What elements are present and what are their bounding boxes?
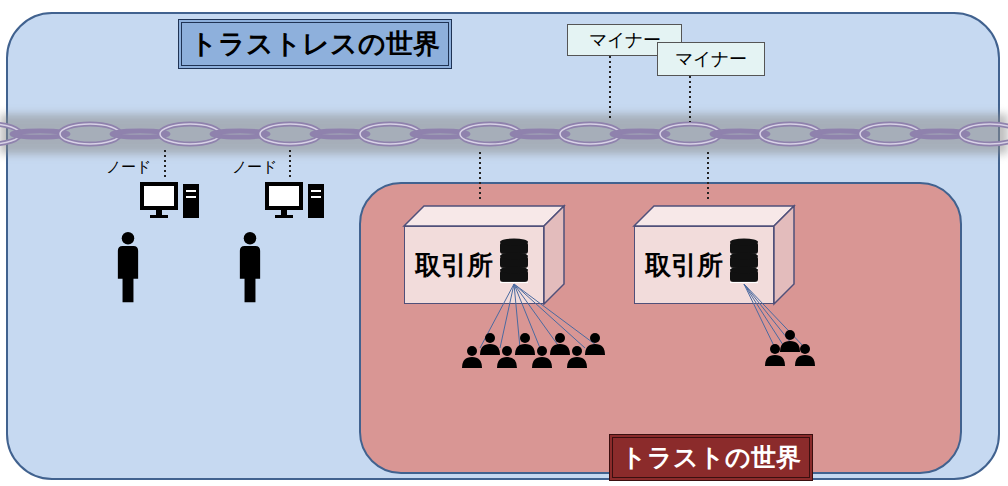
region-title: トラストの世界 [609,434,813,481]
node-computers [140,182,324,218]
trust-region: トラストの世界取引所取引所 [359,182,962,474]
exchange-box: 取引所 [634,226,774,304]
trustless-region: トラストレスの世界マイナーマイナートラストの世界取引所取引所 [6,12,1000,480]
blockchain-chain [0,114,1008,154]
database-icons [500,239,758,283]
exchange-label: 取引所 [415,251,493,280]
miner-box: マイナー [657,42,765,76]
miner-label: マイナー [589,30,661,50]
user-links [480,284,805,348]
people-icons [118,232,815,368]
region-title: トラストレスの世界 [178,19,452,69]
miner-label: マイナー [675,49,747,69]
exchange-label: 取引所 [645,251,723,280]
exchange-box: 取引所 [404,226,544,304]
exchange-3d-faces [404,206,794,304]
node-label: ノード [232,158,277,177]
node-label: ノード [106,158,151,177]
dotted-leaders [165,56,708,200]
